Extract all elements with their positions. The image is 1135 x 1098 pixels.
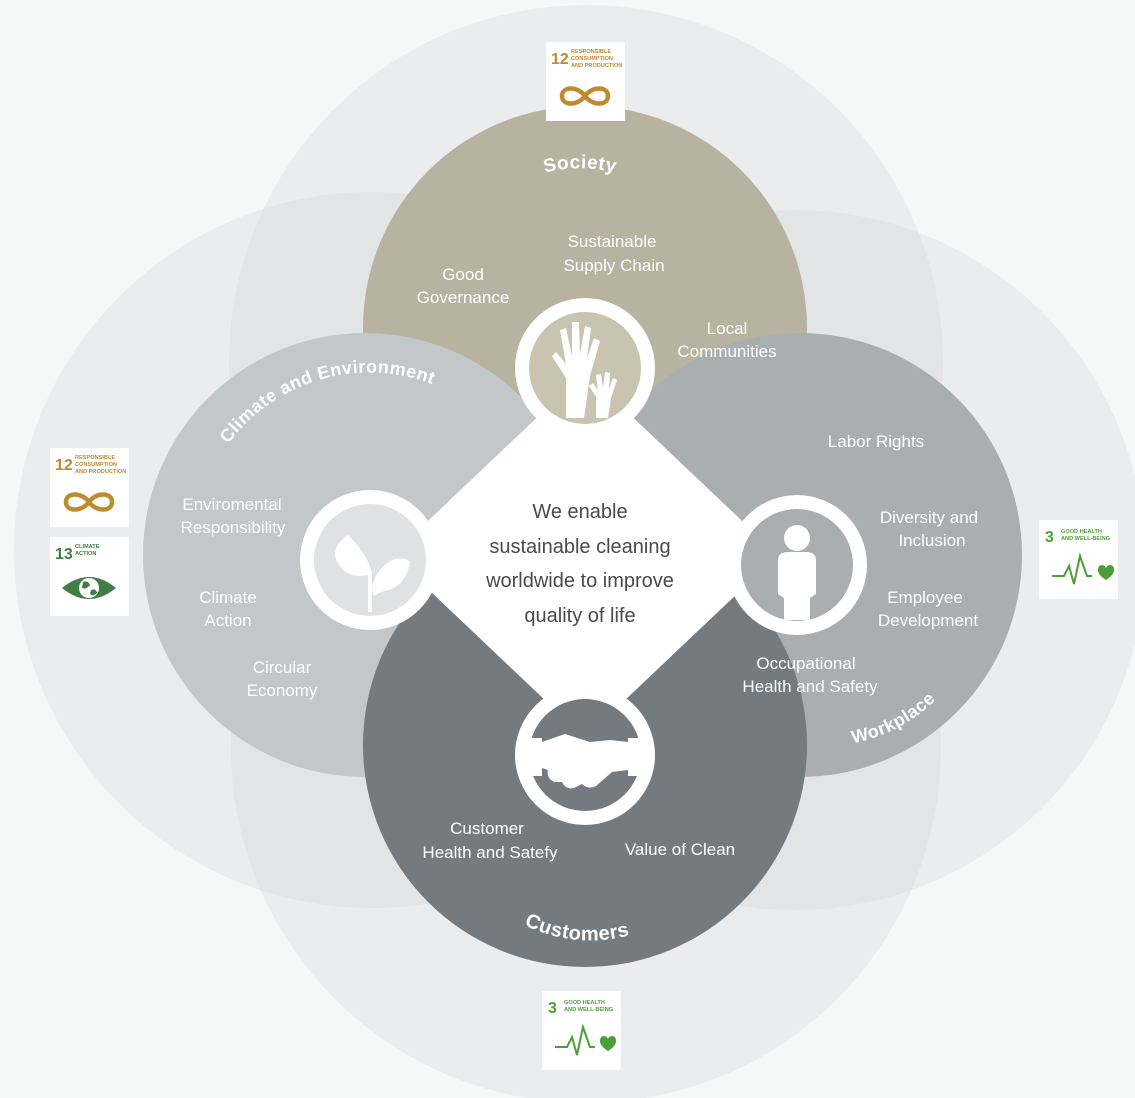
sdg-caption: RESPONSIBLE [571,49,611,55]
svg-text:Good: Good [442,265,484,284]
eye-globe-icon [62,577,116,599]
customers-icon-disc [515,685,655,825]
leaf-sprout-icon [335,535,410,612]
svg-text:Governance: Governance [417,288,510,307]
sdg-caption: ACTION [75,551,96,557]
svg-text:Health and Satefy: Health and Satefy [422,843,558,862]
center-line: worldwide to improve [485,570,674,592]
sdg3-badge-bottom: 3 GOOD HEALTH AND WELL-BEING [542,991,621,1070]
sdg-caption: AND WELL-BEING [1061,536,1110,542]
svg-text:Enviromental: Enviromental [182,495,281,514]
topic-good-governance: Good Governance [417,265,510,307]
topic-diversity-inclusion: Diversity and Inclusion [880,508,978,550]
svg-text:Value of Clean: Value of Clean [625,840,735,859]
sdg12-badge-left: 12 RESPONSIBLE CONSUMPTION AND PRODUCTIO… [50,448,129,527]
sdg-caption: GOOD HEALTH [1061,529,1102,535]
climate-icon-disc [300,490,440,630]
svg-text:Diversity and: Diversity and [880,508,978,527]
heartbeat-icon [555,1023,616,1056]
sdg-number: 3 [1045,529,1054,546]
center-diamond [392,372,778,738]
society-icon-disc [515,298,655,438]
sdg-caption: AND PRODUCTION [571,63,622,69]
svg-text:Employee: Employee [887,588,963,607]
center-line: quality of life [524,605,635,627]
handshake-icon [520,734,650,789]
sdg-caption: CLIMATE [75,544,100,550]
svg-text:Sustainable: Sustainable [568,232,657,251]
sdg-caption: CONSUMPTION [571,56,613,62]
topic-circular-economy: Circular Economy [247,658,318,700]
raised-hands-icon [552,322,617,418]
center-statement: We enable sustainable cleaning worldwide… [485,501,674,627]
center-line: We enable [532,501,627,523]
svg-text:Development: Development [878,611,978,630]
sdg-caption: GOOD HEALTH [564,1000,605,1006]
sdg-number: 3 [548,1000,557,1017]
svg-text:Labor Rights: Labor Rights [828,432,924,451]
topic-local-communities: Local Communities [677,319,776,361]
svg-text:Local: Local [707,319,748,338]
svg-text:Action: Action [204,611,251,630]
svg-text:Customer: Customer [450,819,524,838]
sdg-number: 12 [55,457,73,474]
svg-text:Health and Safety: Health and Safety [742,677,878,696]
infinity-icon [559,86,611,106]
topic-sustainable-supply-chain: Sustainable Supply Chain [563,232,664,275]
topic-climate-action: Climate Action [199,588,257,630]
topic-occupational-health-safety: Occupational Health and Safety [742,654,878,696]
svg-text:Climate: Climate [199,588,257,607]
sdg13-badge-left: 13 CLIMATE ACTION [50,537,129,616]
svg-text:Occupational: Occupational [756,654,855,673]
sdg-number: 13 [55,546,73,563]
person-icon [778,525,816,620]
center-line: sustainable cleaning [489,536,670,558]
svg-text:Economy: Economy [247,681,318,700]
sdg3-badge-right: 3 GOOD HEALTH AND WELL-BEING [1039,520,1118,599]
sdg-number: 12 [551,51,569,68]
svg-text:Circular: Circular [253,658,312,677]
sdg-caption: CONSUMPTION [75,462,117,468]
workplace-icon-disc [727,495,867,635]
topic-customer-health-safety: Customer Health and Satefy [422,819,558,862]
svg-text:Inclusion: Inclusion [898,531,965,550]
sdg-caption: AND WELL-BEING [564,1007,613,1013]
infinity-icon [63,492,115,512]
topic-labor-rights: Labor Rights [828,432,924,451]
topic-environmental-responsibility: Enviromental Responsibility [181,495,286,537]
heartbeat-icon [1052,552,1114,585]
svg-text:Responsibility: Responsibility [181,518,286,537]
sdg-caption: AND PRODUCTION [75,469,126,475]
svg-text:Communities: Communities [677,342,776,361]
svg-text:Supply Chain: Supply Chain [563,256,664,275]
topic-value-of-clean: Value of Clean [625,840,735,859]
topic-employee-development: Employee Development [878,588,978,630]
sdg-caption: RESPONSIBLE [75,455,115,461]
sdg12-badge-top: 12 RESPONSIBLE CONSUMPTION AND PRODUCTIO… [546,42,625,121]
